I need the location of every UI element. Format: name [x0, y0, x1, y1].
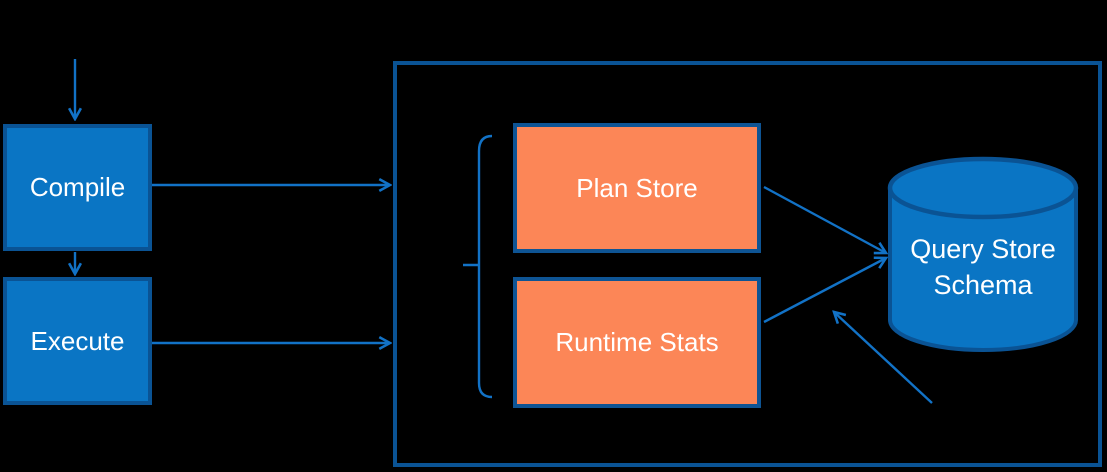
node-runtime-stats-label: Runtime Stats: [555, 327, 719, 357]
node-runtime-stats: Runtime Stats: [513, 277, 761, 408]
node-query-store-schema-label: Query Store Schema: [886, 231, 1080, 303]
query-store-schema-label-line1: Query Store: [910, 234, 1056, 264]
node-execute: Execute: [3, 277, 152, 405]
node-plan-store-label: Plan Store: [576, 172, 698, 203]
node-compile-label: Compile: [29, 172, 126, 202]
query-store-schema-label-line2: Schema: [933, 270, 1033, 300]
node-execute-label: Execute: [30, 325, 125, 356]
node-plan-store: Plan Store: [513, 123, 761, 253]
node-compile: Compile: [3, 124, 152, 251]
query-store-container-box: [393, 61, 1102, 467]
